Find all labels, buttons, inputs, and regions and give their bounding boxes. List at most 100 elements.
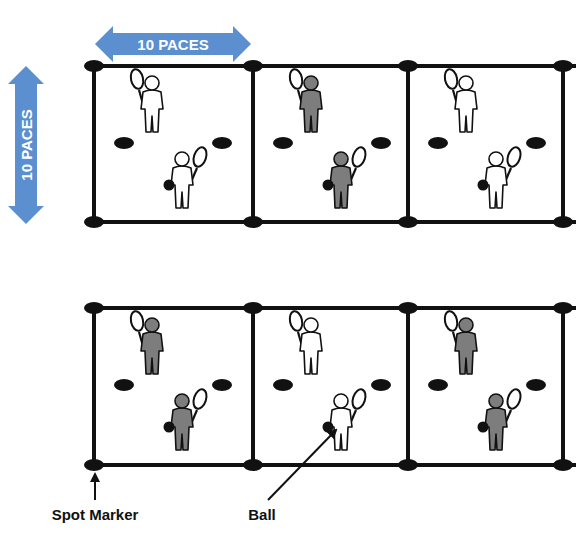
court-line [94,306,576,310]
spot-marker [428,137,448,149]
player-head [304,318,318,332]
racket-head [129,68,145,90]
spot-marker [84,60,104,72]
spot-marker [553,216,573,228]
player-figure [288,310,322,374]
spot-marker [398,459,418,471]
player-figure [443,310,477,374]
pace-arrow: 10 PACES [8,66,44,224]
court-line [94,64,576,68]
player-figure [478,146,523,208]
player-figure [129,310,163,374]
court-line [251,66,255,222]
racket-head [505,388,523,411]
player-body [300,90,322,132]
spot-marker [526,137,546,149]
player-head [334,152,348,166]
arrow-body [8,66,44,224]
player-figure [164,146,209,208]
player-figure [443,68,477,132]
spot-marker [553,459,573,471]
spot-marker [212,379,232,391]
racket-head [443,310,459,332]
leader-line [268,430,336,500]
spot-marker [553,60,573,72]
racket-head [191,388,209,411]
player-body [300,332,322,374]
leader-line [94,474,96,500]
player-head [304,76,318,90]
player-figure [323,146,368,208]
player-figure [288,68,322,132]
spot-marker [553,302,573,314]
player-figure [164,388,209,450]
ball [478,180,489,191]
racket-head [443,68,459,90]
spot-marker [243,216,263,228]
player-body [485,166,507,208]
spot-marker [243,60,263,72]
player-head [489,394,503,408]
player-head [489,152,503,166]
court-line [94,220,576,224]
player-body [171,166,193,208]
player-body [455,90,477,132]
spot-marker [398,216,418,228]
player-body [141,332,163,374]
player-body [330,408,352,450]
spot-marker [212,137,232,149]
court-line [92,66,96,222]
player-figure [478,388,523,450]
ball [323,180,334,191]
ball [164,180,175,191]
ball [164,422,175,433]
player-head [175,152,189,166]
spot-marker [243,459,263,471]
player-figure [129,68,163,132]
pace-arrow: 10 PACES [95,26,251,62]
callout-label: Spot Marker [52,506,139,523]
player-body [330,166,352,208]
court-line [406,66,410,222]
player-body [171,408,193,450]
player-head [334,394,348,408]
player-figure [323,388,368,450]
spot-marker [84,216,104,228]
player-body [455,332,477,374]
court-line [251,308,255,465]
dimension-text: 10 PACES [18,109,35,180]
ball [323,422,334,433]
court-line [561,308,565,465]
spot-marker [273,379,293,391]
racket-head [505,146,523,169]
racket-head [288,310,304,332]
player-body [141,90,163,132]
arrow-body [95,26,251,62]
court-line [561,66,565,222]
player-body [485,408,507,450]
spot-marker [371,379,391,391]
spot-marker [398,302,418,314]
spot-marker [428,379,448,391]
player-head [459,76,473,90]
racket-head [350,388,368,411]
court-line [94,463,576,467]
player-head [175,394,189,408]
callout-label: Ball [248,506,276,523]
spot-marker [371,137,391,149]
spot-marker [114,137,134,149]
racket-head [129,310,145,332]
spot-marker [273,137,293,149]
player-head [145,76,159,90]
dimension-text: 10 PACES [137,36,208,53]
spot-marker [84,459,104,471]
spot-marker [398,60,418,72]
ball [478,422,489,433]
spot-marker [526,379,546,391]
spot-marker [243,302,263,314]
court-line [406,308,410,465]
spot-marker [84,302,104,314]
player-head [459,318,473,332]
